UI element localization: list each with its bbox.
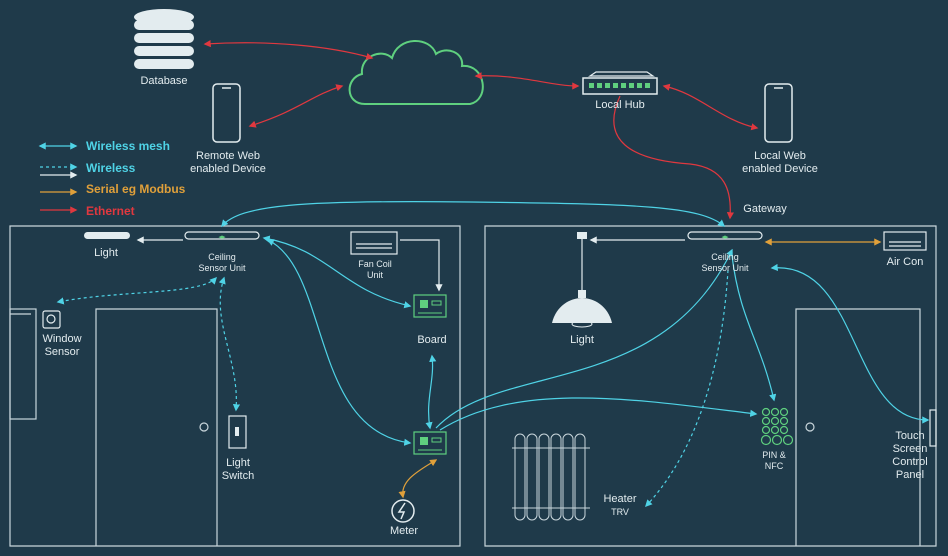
- meter-icon: [391, 499, 415, 523]
- cloud-icon: [348, 40, 484, 105]
- left-ceiling-sensor-icon: ◂▸: [184, 231, 260, 241]
- svg-text:◂▸: ◂▸: [218, 233, 226, 241]
- gateway-label: Gateway: [743, 203, 787, 215]
- pendant-light-icon: [552, 232, 612, 328]
- door-right: [795, 308, 921, 546]
- board-icon-bottom: [413, 431, 447, 455]
- meter-label: Meter: [389, 525, 419, 537]
- heater-label: Heater: [603, 493, 637, 505]
- local-hub-label: Local Hub: [595, 99, 645, 111]
- board-label: Board: [417, 334, 447, 346]
- svg-text:◂▸: ◂▸: [721, 233, 729, 241]
- air-con-label: Air Con: [886, 256, 924, 268]
- network-switch-icon: [582, 71, 658, 95]
- database-icon: [134, 9, 194, 69]
- local-phone-icon: [764, 83, 793, 143]
- pin-nfc-label: PIN &NFC: [762, 450, 786, 471]
- right-light-label: Light: [570, 334, 594, 346]
- wireless-mesh-links: [221, 200, 930, 446]
- wired-links: [136, 236, 685, 292]
- left-light-icon: [84, 232, 130, 239]
- legend-wireless-mesh: Wireless mesh: [86, 139, 170, 153]
- legend-ethernet: Ethernet: [86, 204, 135, 218]
- left-light-label: Light: [94, 247, 118, 259]
- serial-links: [398, 238, 882, 499]
- legend-lines: [38, 142, 78, 214]
- ethernet-links: [203, 40, 759, 220]
- radiator-icon: [512, 433, 590, 521]
- light-switch-icon: [228, 415, 247, 449]
- window-sensor-icon: [42, 310, 61, 329]
- door-left: [95, 308, 218, 546]
- touch-panel-icon: [929, 409, 937, 447]
- keypad-icon: [760, 407, 794, 446]
- air-con-icon: [883, 231, 927, 251]
- legend-wireless: Wireless: [86, 161, 136, 175]
- remote-phone-icon: [212, 83, 241, 143]
- window-frame: [9, 308, 37, 420]
- wireless-links: [56, 269, 729, 508]
- door-handle-left: [199, 422, 209, 432]
- board-icon-top: [413, 294, 447, 318]
- database-label: Database: [140, 75, 188, 87]
- heater-sub-label: TRV: [611, 507, 629, 517]
- door-handle-right: [805, 422, 815, 432]
- legend-serial: Serial eg Modbus: [86, 182, 186, 196]
- room-right: [484, 225, 937, 547]
- right-ceiling-sensor-icon: ◂▸: [687, 231, 763, 241]
- fan-coil-icon: [350, 231, 398, 255]
